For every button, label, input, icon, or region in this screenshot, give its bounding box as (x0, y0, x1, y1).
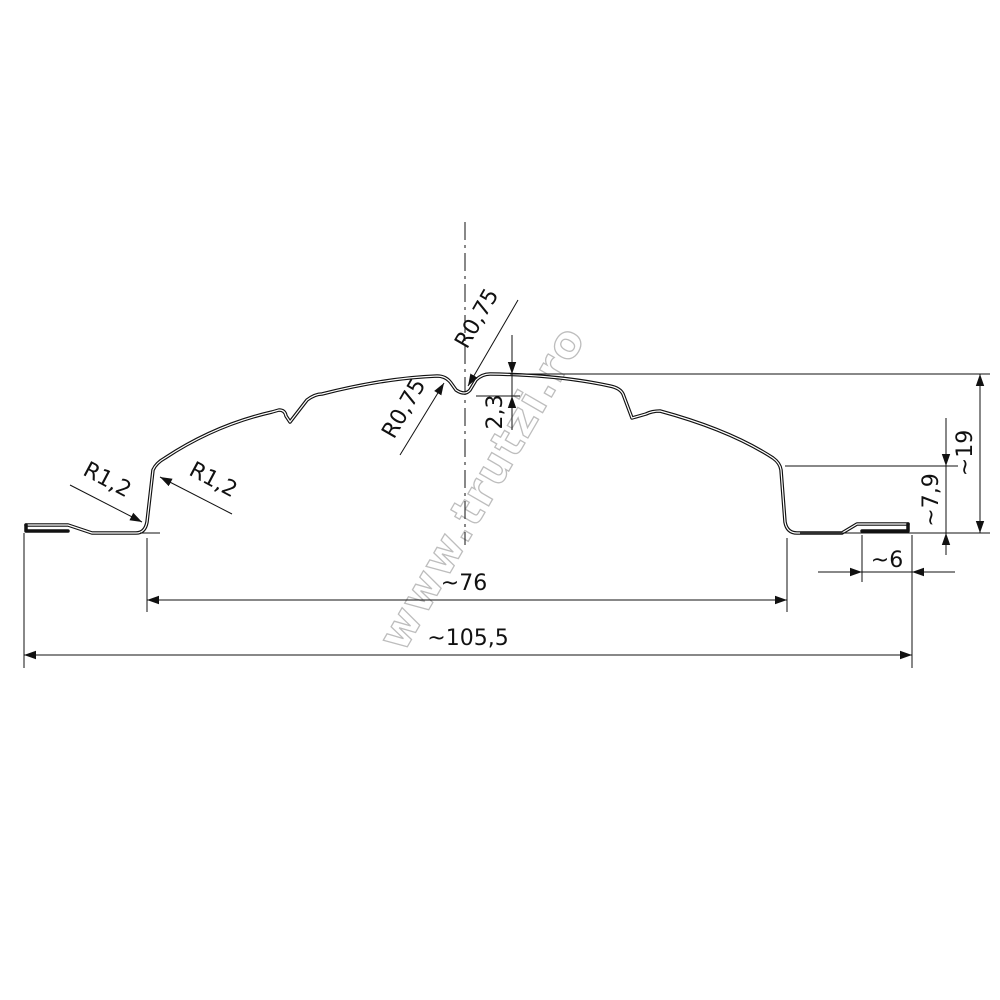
dimension-flange-width: ~6 (818, 548, 955, 577)
label-radius-top-right: R0,75 (450, 285, 504, 353)
label-groove-depth: 2,3 (483, 395, 508, 430)
dimension-inner-width: ~76 (147, 571, 787, 605)
watermark-text: www.trutzi.ro (369, 316, 596, 659)
dimension-groove-depth: 2,3 (476, 335, 520, 430)
sheet-profile (24, 372, 910, 535)
label-overall-width: ~105,5 (427, 626, 508, 651)
label-total-height: ~19 (953, 430, 978, 476)
label-radius-top-left: R0,75 (377, 375, 431, 443)
label-shoulder-height: ~7,9 (919, 473, 944, 526)
dimension-shoulder-height: ~7,9 (919, 418, 951, 555)
label-inner-width: ~76 (441, 571, 487, 596)
dimension-overall-width: ~105,5 (24, 626, 912, 660)
watermark: www.trutzi.ro (368, 316, 597, 660)
radius-top-left: R0,75 (377, 375, 445, 456)
radius-base-inner: R1,2 (159, 457, 241, 515)
radius-top-right: R0,75 (450, 285, 519, 387)
extension-lines (23, 373, 990, 668)
label-radius-base-inner: R1,2 (185, 457, 241, 503)
radius-base-outer: R1,2 (69, 457, 143, 523)
label-radius-base-outer: R1,2 (79, 457, 135, 503)
label-flange-width: ~6 (871, 548, 903, 573)
dimension-total-height: ~19 (953, 374, 985, 533)
